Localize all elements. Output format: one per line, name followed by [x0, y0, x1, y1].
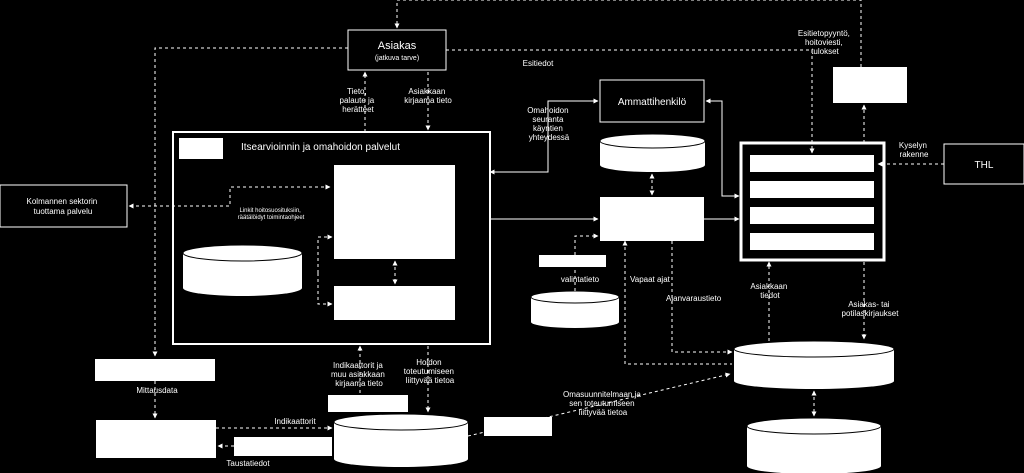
label-omasuunnitelmaan: Omasuunnitelmaan ja sen toteutumiseen li… [563, 390, 643, 417]
itsearviointi-title: Itsearvioinnin ja omahoidon palvelut [241, 142, 400, 153]
label-indikaattorit-ja-muu: Indikaattorit ja muu asiakkaan kirjaama … [331, 361, 387, 388]
valintatieto-box [539, 255, 606, 267]
label-omahoidon-seuranta: Omahoidon seuranta käyntien yhteydessä [527, 106, 571, 142]
inner-box-top [334, 165, 455, 259]
inner-box-bottom [334, 286, 455, 320]
inner-database [182, 244, 303, 296]
connector-db-innerbottom [317, 273, 333, 307]
label-kyselyn-rakenne: Kyselyn rakenne [899, 141, 929, 159]
label-tieto-palaute: Tieto, palaute ja herätteet [340, 87, 377, 114]
mittausdata-box [95, 359, 215, 381]
kysely-row-3 [750, 207, 874, 224]
asiakas-subtitle: (jatkuva tarve) [375, 55, 419, 62]
label-valintatieto: valintatieto [561, 275, 600, 284]
kysely-row-4 [750, 233, 874, 250]
kysely-row-1 [750, 155, 874, 172]
thl-box [943, 143, 1024, 185]
database-valintatieto [530, 290, 620, 328]
label-esitietopyynto: Esitietopyyntö, hoitoviesti, tulokset [798, 29, 852, 56]
label-taustatiedot: Taustatiedot [226, 459, 270, 468]
database-center-top [599, 133, 706, 172]
asiakas-box [347, 29, 447, 71]
label-indikaattorit: Indikaattorit [274, 417, 316, 426]
connector-vapaat-ajat [622, 240, 732, 365]
ammattihenkilo-label: Ammattihenkilö [618, 97, 687, 108]
connector-valintatieto [574, 233, 599, 291]
connector-ammattihenkilo-kysely [705, 98, 740, 199]
label-esitiedot: Esitiedot [523, 59, 554, 68]
connector-omahoidon-seuranta [489, 98, 599, 175]
kirjaama-tieto-box [328, 395, 408, 412]
label-asiakkaan-tiedot: Asiakkaan tiedot [750, 282, 789, 300]
label-linkit: Linkit hoitosuosituksiin, räätälöidyt to… [238, 208, 305, 221]
label-potilaskirjaukset: Asiakas- tai potilaskirjaukset [842, 300, 900, 318]
connector-linkit [128, 184, 331, 209]
ammattihenkilo-box [599, 79, 705, 123]
thl-label: THL [975, 160, 994, 171]
asiakas-title: Asiakas [378, 40, 417, 52]
database-potilaskirjaukset [733, 340, 895, 389]
connector-omasuunnitelma [467, 372, 731, 437]
label-ajanvaraustieto: Ajanvaraustieto [666, 294, 722, 303]
connector-ajanvaraustieto [671, 241, 733, 355]
label-hoidon-toteutumiseen: Hoidon toteutumiseen liittyvää tietoa [404, 358, 457, 385]
connector-esitiedot [446, 49, 815, 154]
unlabeled-box-top-right [833, 67, 907, 103]
omasuunnitelma-box [484, 417, 552, 436]
indikaattorit-box [96, 420, 216, 458]
itsearviointi-logo-box [179, 138, 223, 159]
kysely-row-2 [750, 181, 874, 198]
connector-top-loop [394, 0, 862, 67]
kolmas-sektori-label: Kolmannen sektorin tuottama palvelu [27, 197, 100, 216]
database-bottom-center [333, 413, 469, 467]
database-bottom-right [746, 417, 882, 473]
connector-asiakas-left [152, 47, 348, 357]
label-mittausdata: Mittausdata [136, 386, 178, 395]
label-asiakkaan-kirjaama: Asiakkaan kirjaama tieto [404, 87, 452, 105]
kolmas-sektori-box [0, 184, 128, 228]
center-service-box [600, 197, 704, 241]
connector-db-innertop [317, 234, 333, 273]
label-vapaat-ajat: Vapaat ajat [630, 275, 671, 284]
itsearviointi-container [172, 131, 491, 345]
taustatiedot-box [234, 437, 332, 456]
